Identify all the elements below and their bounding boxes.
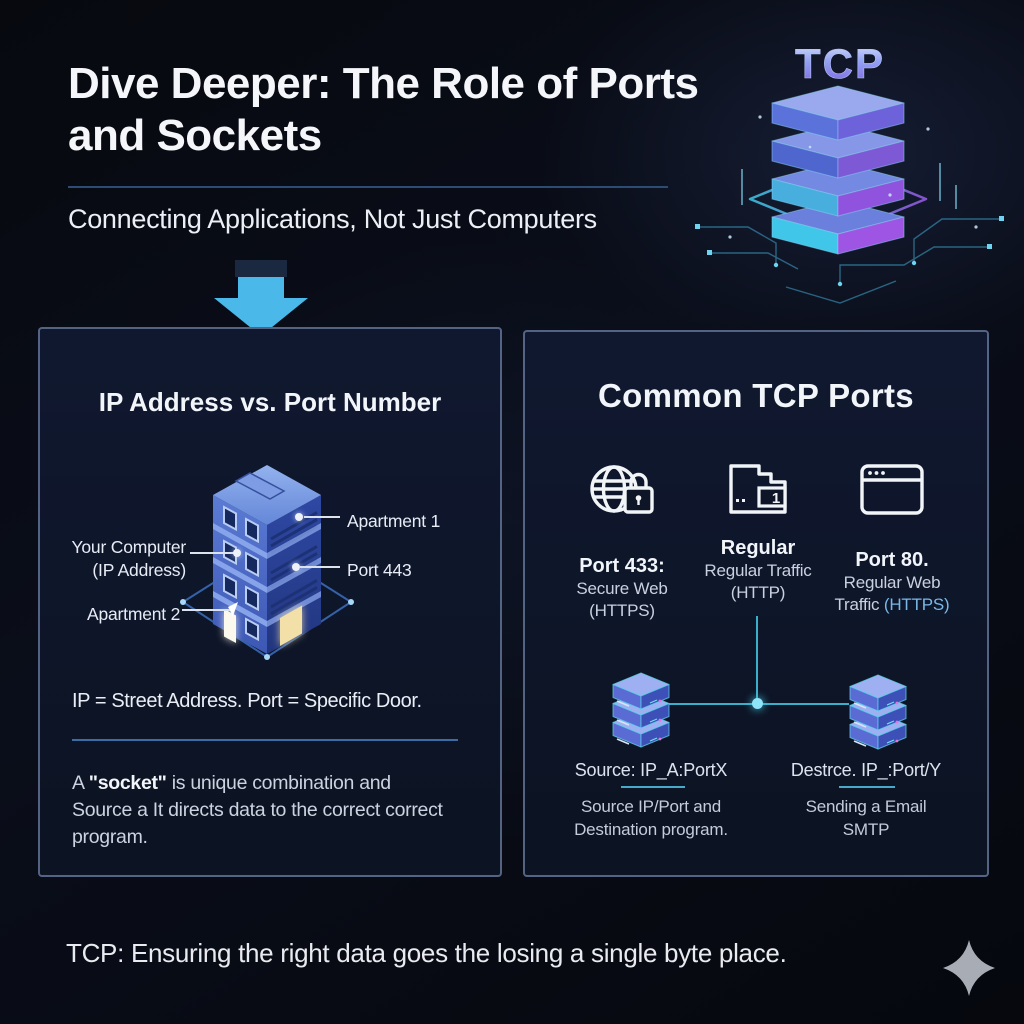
apartment1-dot bbox=[295, 513, 303, 521]
port-line: Regular Traffic bbox=[704, 561, 812, 580]
right-panel-heading: Common TCP Ports bbox=[598, 377, 914, 414]
port-line: (HTTPS) bbox=[589, 601, 655, 620]
source-server-desc: Source IP/Port and Destination program. bbox=[574, 797, 728, 839]
your-computer-lead-line bbox=[190, 552, 236, 554]
vertical-connector-line bbox=[756, 616, 758, 704]
destination-server-label: Destrce. IP_:Port/Y bbox=[790, 760, 942, 780]
your-computer-dot bbox=[233, 549, 241, 557]
port-column-http: 1 Regular Regular Traffic (HTTP) bbox=[683, 460, 833, 604]
page-title: Dive Deeper: The Role of Ports and Socke… bbox=[68, 59, 699, 160]
header-divider bbox=[68, 186, 668, 188]
port-column-https: Port 433: Secure Web (HTTPS) bbox=[547, 460, 697, 622]
tcp-stack-illustration bbox=[695, 85, 1004, 304]
down-arrow-icon bbox=[214, 260, 308, 336]
folder-doc-icon: 1 bbox=[729, 464, 787, 514]
port-title: Port 80. bbox=[855, 549, 929, 571]
source-server-icon bbox=[612, 672, 670, 748]
footer-caption: TCP: Ensuring the right data goes the lo… bbox=[66, 938, 787, 968]
browser-window-icon bbox=[860, 464, 924, 515]
port443-dot bbox=[292, 563, 300, 571]
port443-label: Port 443 bbox=[347, 560, 412, 580]
source-server-label: Source: IP_A:PortX bbox=[574, 760, 728, 780]
left-panel-divider bbox=[72, 739, 458, 741]
apartment2-lead-line bbox=[182, 609, 230, 611]
port-line: Secure Web bbox=[576, 579, 668, 598]
port-title: Port 433: bbox=[579, 555, 665, 577]
tcp-hero-illustration: TCP bbox=[670, 14, 1010, 314]
port443-lead-line bbox=[300, 566, 340, 568]
svg-text:TCP: TCP bbox=[795, 40, 885, 87]
page-subtitle: Connecting Applications, Not Just Comput… bbox=[68, 204, 597, 234]
ip-vs-port-panel: IP Address vs. Port Number bbox=[38, 327, 502, 877]
destination-underline bbox=[839, 786, 895, 788]
left-panel-heading: IP Address vs. Port Number bbox=[98, 387, 442, 417]
socket-note: A "socket" is unique combination and Sou… bbox=[72, 772, 443, 848]
ip-port-analogy: IP = Street Address. Port = Specific Doo… bbox=[72, 690, 422, 712]
https-highlight: (HTTPS) bbox=[883, 595, 950, 614]
common-tcp-ports-panel: Common TCP Ports Port 433: Secure Web (H… bbox=[523, 330, 989, 877]
your-computer-label: Your Computer (IP Address) bbox=[71, 537, 187, 580]
apartment-building-illustration bbox=[180, 465, 354, 660]
apartment2-label: Apartment 2 bbox=[87, 604, 181, 624]
svg-text:1: 1 bbox=[772, 490, 780, 507]
destination-server-icon bbox=[849, 674, 907, 750]
destination-server-desc: Sending a Email SMTP bbox=[805, 797, 927, 839]
source-underline bbox=[621, 786, 685, 788]
globe-lock-icon bbox=[590, 465, 654, 514]
tcp-logo-text: TCP bbox=[795, 40, 885, 87]
sparkle-icon bbox=[943, 940, 995, 996]
port-line: Traffic (HTTPS) bbox=[834, 595, 950, 614]
port-column-web: Port 80. Regular Web Traffic (HTTPS) bbox=[817, 460, 967, 616]
door-cursor-icon bbox=[228, 602, 238, 616]
port-line: Regular Web bbox=[843, 573, 941, 592]
apartment1-label: Apartment 1 bbox=[347, 511, 441, 531]
port-title: Regular bbox=[720, 537, 796, 559]
connector-junction-dot bbox=[752, 698, 763, 709]
apartment1-lead-line bbox=[304, 516, 340, 518]
port-line: (HTTP) bbox=[730, 583, 786, 602]
